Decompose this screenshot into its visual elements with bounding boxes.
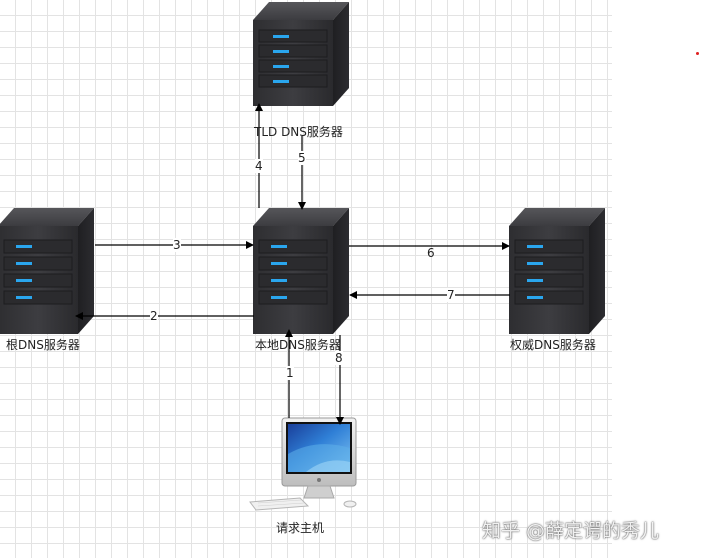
watermark-text: 知乎 @薛定谔的秀儿 <box>482 520 660 542</box>
desktop-computer-icon <box>249 417 357 511</box>
edge-5-label: 5 <box>298 151 306 165</box>
red-dot-marker <box>696 52 699 55</box>
server-bays <box>258 29 328 88</box>
blank-margin <box>612 0 701 558</box>
root-server-icon <box>0 208 94 334</box>
local-server-label: 本地DNS服务器 <box>255 338 341 352</box>
edge-3-label: 3 <box>173 238 181 252</box>
root-server-label: 根DNS服务器 <box>6 338 80 352</box>
request-host-label: 请求主机 <box>276 521 325 535</box>
edge-1-label: 1 <box>286 366 294 380</box>
keyboard-keys <box>257 499 305 507</box>
tld-server-icon <box>253 2 349 106</box>
edge-8-label: 8 <box>335 351 343 365</box>
server-bays <box>3 239 73 305</box>
tld-server-label: TLD DNS服务器 <box>254 125 343 139</box>
edge-7-label: 7 <box>447 288 455 302</box>
server-bays <box>258 239 328 305</box>
edge-2-label: 2 <box>150 309 158 323</box>
edges <box>75 103 510 425</box>
local-server-icon <box>253 208 349 334</box>
server-bays <box>514 239 584 305</box>
authoritative-server-label: 权威DNS服务器 <box>510 338 596 352</box>
edge-6-label: 6 <box>427 246 435 260</box>
authoritative-server-icon <box>509 208 605 334</box>
edge-4-label: 4 <box>255 159 263 173</box>
